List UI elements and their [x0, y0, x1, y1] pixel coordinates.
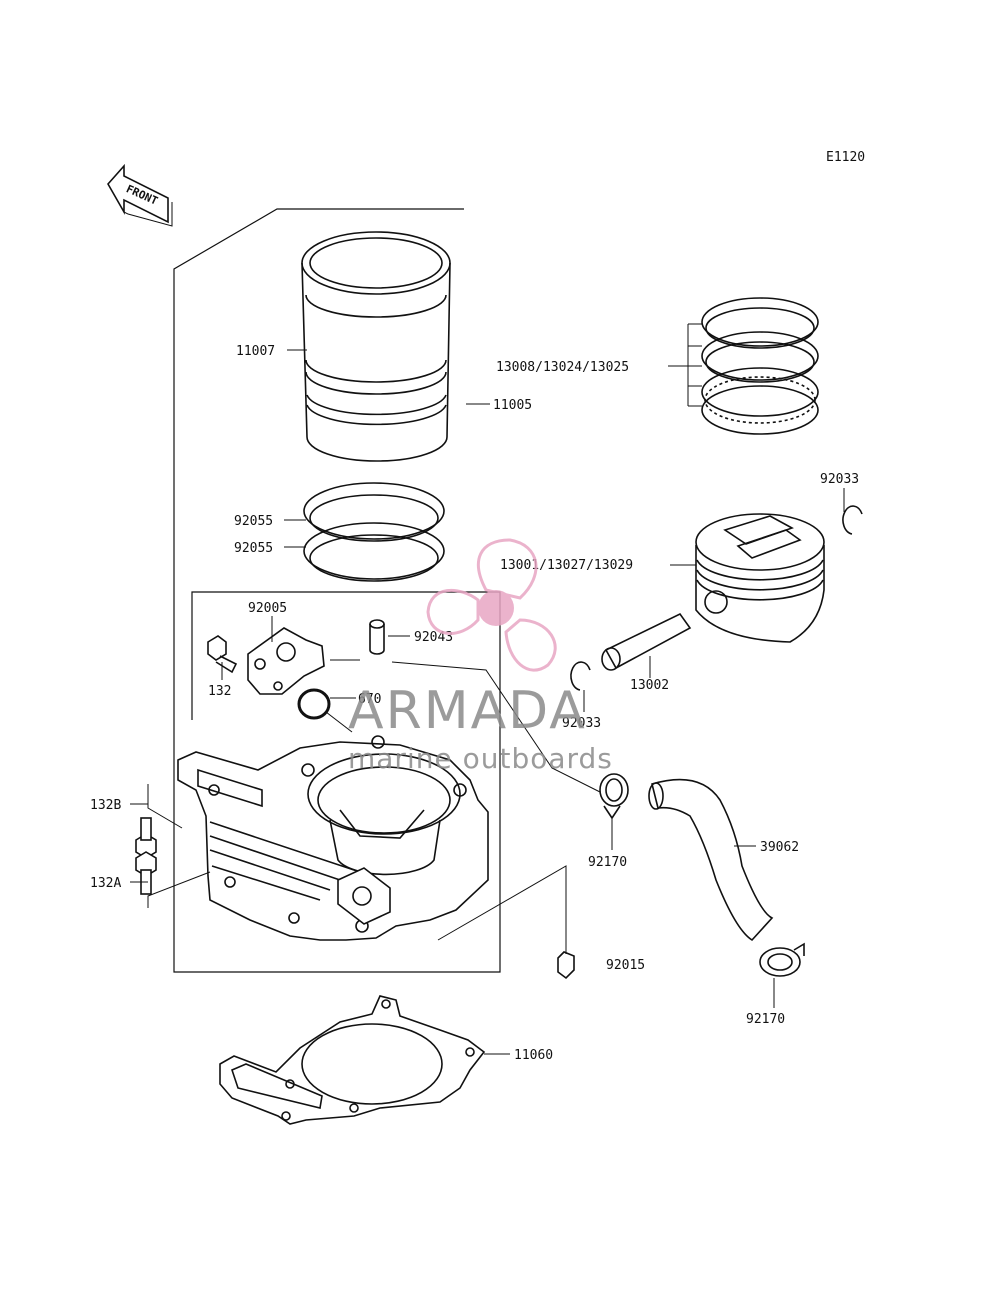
o-ring-seals: [303, 482, 445, 582]
circlip-upper: [842, 505, 863, 535]
bolt-132B: [135, 817, 157, 859]
front-label: FRONT: [124, 182, 160, 207]
callout-92015: 92015: [606, 958, 645, 973]
callout-92055-upper: 92055: [234, 514, 273, 529]
assembly-frame: [173, 208, 501, 973]
bolt-132A: [135, 851, 157, 895]
cylinder-sleeve: [301, 231, 451, 462]
callout-92170-lower: 92170: [746, 1012, 785, 1027]
callout-92033-top: 92033: [820, 472, 859, 487]
callout-670: 670: [358, 692, 381, 707]
callout-11060: 11060: [514, 1048, 553, 1063]
water-hose: [648, 778, 774, 942]
head-gasket: [219, 995, 486, 1125]
callout-92055-lower: 92055: [234, 541, 273, 556]
callout-11005: 11005: [493, 398, 532, 413]
hose-clamp-lower: [759, 942, 805, 977]
armada-watermark: ARMADA marine outboards: [348, 538, 613, 775]
drain-plug: [557, 951, 575, 980]
piston-ring-set: [701, 297, 819, 435]
dowel-pin: [369, 619, 385, 655]
callout-39062: 39062: [760, 840, 799, 855]
leader-lines: [130, 323, 845, 1055]
callout-132: 132: [208, 684, 231, 699]
callout-13008: 13008/13024/13025: [496, 360, 629, 375]
callout-92170-upper: 92170: [588, 855, 627, 870]
callout-13002: 13002: [630, 678, 669, 693]
watermark-tagline: marine outboards: [348, 742, 613, 775]
callout-92033-mid: 92033: [562, 716, 601, 731]
propeller-logo-icon: [426, 538, 557, 672]
cylinder-block: [177, 735, 489, 941]
piston-pin: [601, 612, 692, 671]
diagram-code: E1120: [826, 150, 865, 165]
callout-13001: 13001/13027/13029: [500, 558, 633, 573]
watermark-brand: ARMADA: [348, 681, 587, 741]
callout-92005: 92005: [248, 601, 287, 616]
front-arrow-icon: FRONT: [107, 163, 173, 227]
circlip-lower: [570, 661, 591, 691]
o-ring-670: [297, 688, 331, 720]
water-fitting: [247, 627, 325, 695]
callout-labels: 11007 11005 13008/13024/13025 92033 1300…: [90, 344, 859, 1063]
callout-132A: 132A: [90, 876, 121, 891]
piston: [695, 513, 825, 643]
callout-132B: 132B: [90, 798, 121, 813]
bolt-132: [207, 635, 238, 674]
hose-clamp-upper: [599, 773, 629, 820]
callout-11007: 11007: [236, 344, 275, 359]
